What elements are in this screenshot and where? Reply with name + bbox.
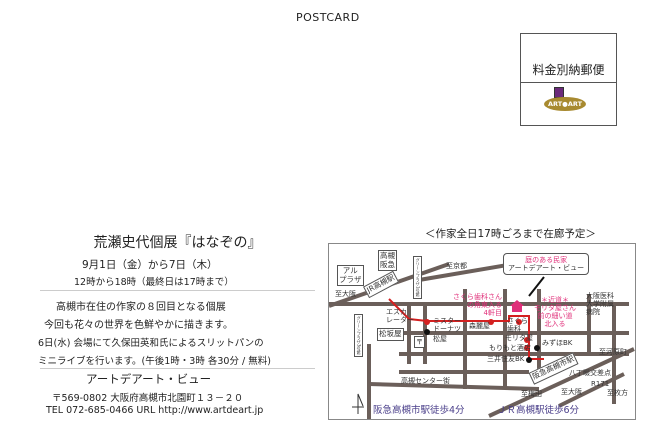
postage-paid-text: 料金別納郵便	[521, 34, 616, 83]
walk-from-hankyu: 阪急高槻市駅徒歩4分	[373, 405, 465, 416]
mizuho-bank: みずほBK	[542, 339, 573, 347]
map-roads	[329, 256, 635, 419]
callout-subtitle: 庭のある民家	[525, 256, 568, 264]
sakura-dental-directions: さくら歯科さん の角東入る 4軒目	[453, 293, 502, 318]
mister-donut: ミスター ドーナツ	[433, 317, 461, 334]
matsuzakaya: 松坂屋	[377, 328, 404, 341]
escalator-label: エスカ レーター	[386, 308, 414, 325]
postage-paid-box: 料金別納郵便 ART●ART	[520, 33, 617, 126]
description-line-2: 今回も花々の世界を色鮮やかに描きます。	[44, 320, 233, 331]
event-line-1: 6日(水) 会場にて久保田英和氏によるスリットパンの	[38, 338, 264, 349]
gallery-callout: 庭のある民家 アートデアート・ビュー	[503, 253, 590, 276]
to-kyoto: 至京都	[446, 262, 467, 270]
venue-name: アートデアート・ビュー	[86, 372, 212, 386]
to-kawaramachi: 至河原町	[599, 348, 627, 356]
exhibition-dates: 9月1日（金）から7日（木）	[82, 259, 218, 271]
to-osaka-west: 至大阪	[335, 290, 356, 298]
postcard-label: POSTCARD	[296, 11, 360, 24]
sakura-dental: さくら 歯科	[507, 317, 528, 334]
venue-address: 〒569-0802 大阪府高槻市北園町１３－２０	[52, 393, 244, 404]
moritaya: モリタ屋	[505, 334, 533, 342]
divider	[40, 290, 315, 291]
route-171: R171	[591, 380, 610, 388]
hankyu-dept-store: 高槻 阪急	[378, 250, 397, 272]
post-office: 〒	[414, 336, 425, 349]
divider	[40, 368, 315, 369]
event-line-2: ミニライブを行います。(午後1時・3時 各30分 / 無料)	[38, 356, 271, 367]
to-osaka-east: 至大阪	[561, 388, 582, 396]
art-de-art-logo: ART●ART	[521, 83, 616, 126]
venue-contact: TEL 072-685-0466 URL http://www.artdeart…	[46, 405, 264, 416]
green-plaza-1: グリーンプラザ1号館	[413, 256, 422, 299]
matsuya: 松屋	[433, 335, 447, 343]
walk-from-jr: ＪＲ高槻駅徒歩6分	[497, 405, 580, 416]
smbc-bank: 三井住友BK	[487, 355, 525, 363]
to-hirakata: 至枚方	[607, 389, 628, 397]
hankyu-dept-label: 高槻 阪急	[380, 251, 395, 269]
alpla-label: アル プラザ	[339, 266, 362, 284]
exhibition-hours: 12時から18時（最終日は17時まで）	[74, 277, 234, 288]
to-umeda: 至梅田	[521, 390, 542, 398]
exhibition-title: 荒瀬史代個展『はなぞの』	[93, 235, 262, 251]
green-plaza-3: グリーンプラザ3号館	[354, 314, 363, 357]
takatsuki-center-street: 高槻センター街	[401, 377, 450, 385]
morimoto-liquor: もりもと酒店	[489, 344, 531, 352]
alpla: アル プラザ	[337, 265, 364, 287]
artist-presence-note: ＜作家全日17時ごろまで在廊予定＞	[425, 228, 596, 240]
access-map: 高槻 阪急 アル プラザ 至京都 至大阪 JR高槻駅 エスカ レーター 松坂屋 …	[328, 243, 636, 420]
callout-gallery-name: アートデアート・ビュー	[508, 264, 585, 273]
osaka-medical-hospital: 大阪医科 大学附属 病院	[586, 292, 614, 317]
description-line-1: 高槻市在住の作家の８回目となる個展	[56, 302, 226, 313]
morireiya: 森麗屋	[469, 322, 490, 330]
hatcho-nawate-intersection: 八丁畷交差点	[569, 369, 611, 377]
shortcut-directions: ＊近道＊ モリタ屋さん 前の細い道 北入る	[534, 296, 576, 329]
